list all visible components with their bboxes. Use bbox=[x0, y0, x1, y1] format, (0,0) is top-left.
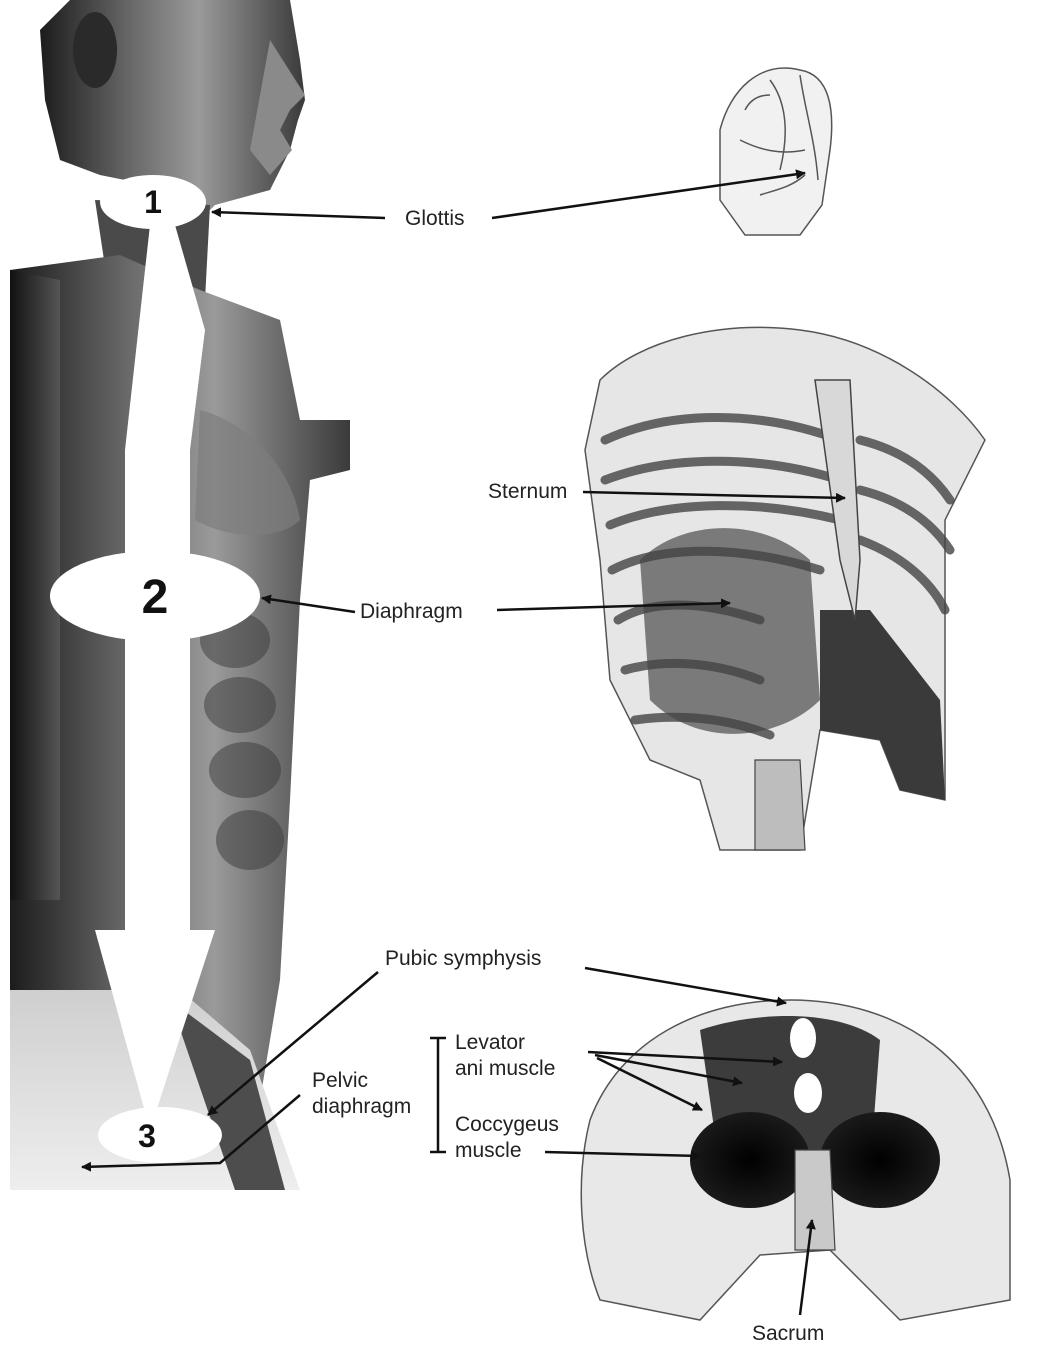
rib-cage-illustration bbox=[585, 327, 985, 850]
label-sternum: Sternum bbox=[488, 480, 567, 504]
label-diaphragm: Diaphragm bbox=[360, 600, 463, 624]
label-coccygeus-line1: Coccygeus bbox=[455, 1113, 559, 1137]
marker-2: 2 bbox=[130, 570, 180, 625]
marker-3: 3 bbox=[127, 1118, 167, 1155]
larynx-illustration bbox=[720, 68, 832, 235]
label-levator-line1: Levator bbox=[455, 1031, 525, 1055]
pubic-arrow-right bbox=[585, 968, 786, 1003]
glottis-arrow-left bbox=[212, 212, 385, 218]
label-glottis: Glottis bbox=[405, 207, 465, 231]
label-sacrum: Sacrum bbox=[752, 1322, 824, 1346]
label-pelvic-line1: Pelvic bbox=[312, 1069, 368, 1093]
pelvis-illustration bbox=[581, 1000, 1010, 1320]
label-levator-line2: ani muscle bbox=[455, 1057, 555, 1081]
label-pubic-symphysis: Pubic symphysis bbox=[385, 947, 541, 971]
label-pelvic-line2: diaphragm bbox=[312, 1095, 411, 1119]
marker-1: 1 bbox=[133, 184, 173, 221]
label-coccygeus-line2: muscle bbox=[455, 1139, 522, 1163]
